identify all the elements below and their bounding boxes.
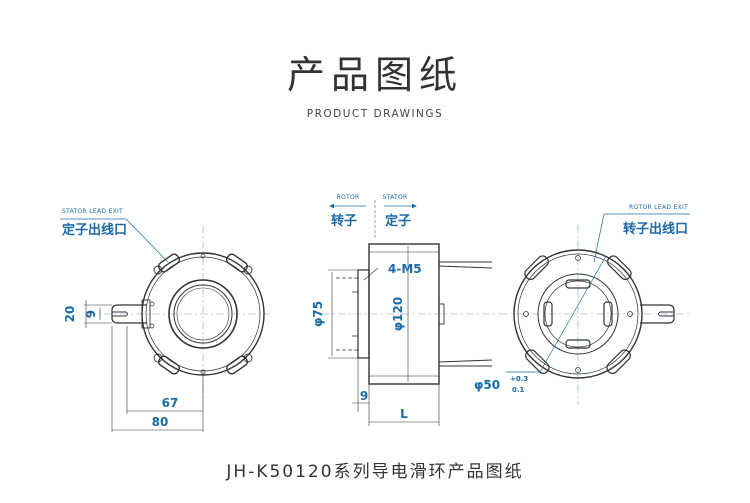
stator-lead-exit-cn: 定子出线口 <box>61 222 127 238</box>
dim-L: L <box>400 407 408 421</box>
dim-phi50: φ50 <box>474 378 500 392</box>
page-title: 产品图纸 <box>286 53 463 97</box>
stator-label-cn: 定子 <box>384 213 411 229</box>
stator-lead-exit-en: STATOR LEAD EXIT <box>62 208 123 215</box>
rotor-lead-exit-cn: 转子出线口 <box>623 221 688 237</box>
middle-dimensions <box>328 246 440 426</box>
rotor-label-en: ROTOR <box>337 194 360 201</box>
side-view-middle <box>322 200 500 385</box>
dim-20: 20 <box>63 306 77 323</box>
page-subtitle: PRODUCT DRAWINGS <box>306 108 444 120</box>
dim-phi50-tol-lower: 0.1 <box>512 386 525 394</box>
dim-phi75: φ75 <box>311 301 325 327</box>
dim-80: 80 <box>152 415 169 429</box>
front-view-left <box>88 225 270 405</box>
dim-holes-4m5: 4-M5 <box>388 262 422 276</box>
rotor-label-cn: 转子 <box>331 213 357 229</box>
dim-phi50-tol-upper: +0.3 <box>510 375 528 383</box>
rear-view-right <box>500 225 690 405</box>
dim-phi120: φ120 <box>391 297 405 331</box>
dim-9-left: 9 <box>84 310 98 318</box>
rotor-lead-exit-en: ROTOR LEAD EXIT <box>629 204 688 211</box>
drawing-caption: JH-K50120系列导电滑环产品图纸 <box>226 462 524 482</box>
dim-67: 67 <box>162 396 179 410</box>
stator-label-en: STATOR <box>382 194 407 201</box>
dim-9-side: 9 <box>360 389 368 403</box>
left-dimensions <box>84 300 204 432</box>
